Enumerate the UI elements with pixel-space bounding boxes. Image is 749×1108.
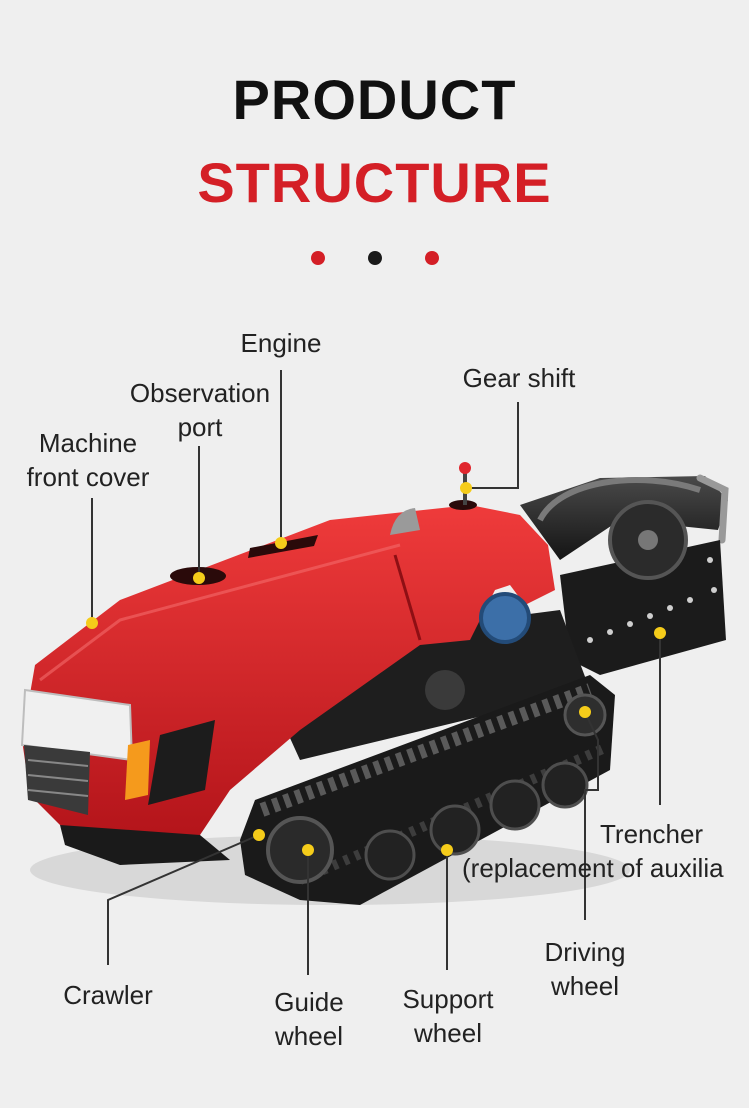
label-guide-wheel: Guide wheel — [258, 985, 360, 1053]
decor-dot-right — [425, 251, 439, 265]
title-structure: STRUCTURE — [197, 151, 552, 214]
callout-dots — [86, 482, 666, 856]
label-machine-front-cover: Machine front cover — [8, 426, 168, 494]
label-guide-wheel-line1: Guide — [274, 987, 344, 1017]
crawler-track — [240, 675, 615, 905]
callout-dot-observation-port — [193, 572, 205, 584]
label-driving-wheel-line1: Driving — [544, 937, 626, 967]
red-body — [20, 505, 555, 865]
label-trencher-line1: Trencher — [600, 819, 704, 849]
label-observation-port-line1: Observation — [129, 378, 271, 408]
label-trencher-line2: (replacement of auxilia — [462, 853, 724, 883]
exhaust-pipe — [390, 508, 420, 535]
title-product: PRODUCT — [232, 68, 517, 131]
label-gear-shift-text: Gear shift — [462, 363, 576, 393]
decor-dot-left — [311, 251, 325, 265]
decor-dots — [0, 251, 749, 265]
label-engine: Engine — [231, 326, 331, 360]
label-machine-front-cover-line1: Machine — [38, 428, 138, 458]
callout-dot-engine — [275, 537, 287, 549]
leader-lines — [91, 370, 661, 975]
label-engine-text: Engine — [240, 328, 322, 358]
label-observation-port: Observation port — [110, 376, 290, 444]
trencher-attachment — [520, 474, 729, 675]
callout-dot-front-cover — [86, 617, 98, 629]
label-crawler: Crawler — [50, 978, 166, 1012]
decor-dot-center — [368, 251, 382, 265]
callout-dot-trencher — [654, 627, 666, 639]
label-machine-front-cover-line2: front cover — [26, 462, 150, 492]
label-driving-wheel-line2: wheel — [551, 971, 619, 1001]
callout-dot-gear-shift — [460, 482, 472, 494]
label-gear-shift: Gear shift — [446, 361, 592, 395]
callout-dot-crawler — [253, 829, 265, 841]
label-observation-port-line2: port — [177, 412, 223, 442]
callout-dot-support-wheel — [441, 844, 453, 856]
label-guide-wheel-line2: wheel — [275, 1021, 343, 1051]
label-support-wheel: Support wheel — [388, 982, 508, 1050]
label-trencher: Trencher (replacement of auxilia — [462, 817, 749, 885]
label-support-wheel-line2: wheel — [414, 1018, 482, 1048]
label-crawler-text: Crawler — [63, 980, 153, 1010]
label-driving-wheel: Driving wheel — [530, 935, 640, 1003]
callout-dot-driving-wheel — [579, 706, 591, 718]
label-support-wheel-line1: Support — [402, 984, 494, 1014]
callout-dot-guide-wheel — [302, 844, 314, 856]
